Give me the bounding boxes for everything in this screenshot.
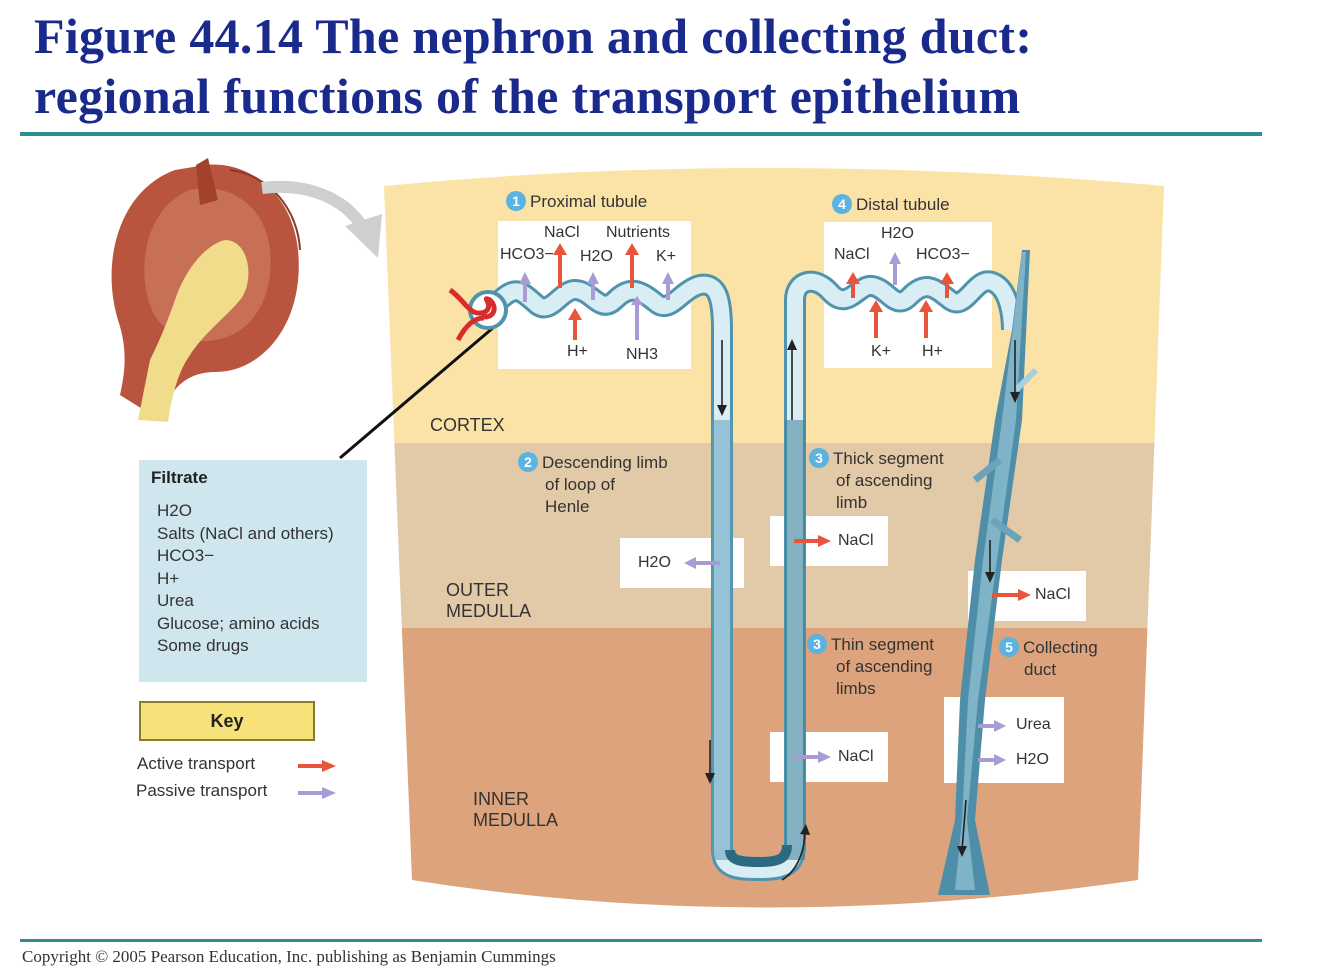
molecule-label: K+ — [871, 343, 892, 360]
molecule-label: HCO3− — [500, 246, 554, 263]
key-active-label: Active transport — [137, 754, 256, 773]
filtrate-item: HCO3− — [157, 546, 215, 565]
top-rule — [20, 132, 1262, 136]
filtrate-title: Filtrate — [151, 468, 208, 487]
key-passive-label: Passive transport — [136, 781, 268, 800]
proximal-transport-arrows — [519, 243, 674, 340]
segment-text: Henle — [545, 497, 590, 516]
filtrate-item: Urea — [157, 591, 194, 610]
molecule-label: K+ — [656, 248, 677, 265]
segment-text: of ascending — [836, 471, 933, 490]
filtrate-pointer — [339, 325, 495, 460]
segment-text: Thick segment — [833, 449, 944, 468]
molecule-label: H2O — [580, 248, 613, 265]
filtrate-box: Filtrate H2O Salts (NaCl and others) HCO… — [139, 460, 367, 682]
inner-medulla-line: INNER — [473, 789, 530, 809]
molecule-label: NaCl — [834, 246, 870, 263]
outer-medulla-label: OUTER MEDULLA — [446, 580, 531, 622]
flow-arrows — [709, 340, 1016, 881]
cortex-label: CORTEX — [430, 415, 505, 435]
inner-medulla-line: MEDULLA — [473, 810, 559, 830]
molecule-label: NaCl — [544, 224, 580, 241]
copyright-notice: Copyright © 2005 Pearson Education, Inc.… — [22, 947, 556, 966]
molecule-label: NaCl — [838, 748, 874, 765]
step-badge: 1 — [506, 191, 526, 211]
segment-text: Distal tubule — [856, 195, 950, 214]
figure-title: Figure 44.14 The nephron and collecting … — [34, 6, 1284, 126]
molecule-label: H+ — [567, 343, 588, 360]
outer-medulla-line: OUTER — [446, 580, 509, 600]
segment-text: duct — [1024, 660, 1057, 679]
step-badge: 2 — [518, 452, 538, 472]
segment-text: Thin segment — [831, 635, 934, 654]
filtrate-item: H+ — [157, 568, 180, 588]
nephron-tube — [489, 270, 1023, 881]
filtrate-item: Glucose; amino acids — [157, 613, 320, 633]
molecule-label: H2O — [638, 554, 671, 571]
segment-text: of ascending — [836, 657, 933, 676]
limb-transport-arrows — [684, 535, 1031, 766]
zoom-arrowhead — [345, 214, 382, 258]
filtrate-item: Some drugs — [157, 636, 249, 655]
key-active-arrowhead — [322, 760, 336, 772]
title-line-2: regional functions of the transport epit… — [34, 68, 1021, 124]
molecule-label: HCO3− — [916, 246, 970, 263]
key-box: Key — [139, 701, 315, 741]
molecule-label: H2O — [881, 225, 914, 242]
filtrate-item: H2O — [157, 501, 192, 520]
step-badge: 5 — [999, 637, 1019, 657]
segment-text: limb — [836, 493, 868, 512]
molecule-label: NH3 — [626, 346, 659, 363]
flow-arrowheads — [705, 339, 1020, 857]
key-passive-arrowhead — [322, 787, 336, 799]
outer-medulla-line: MEDULLA — [446, 601, 532, 621]
molecule-label: Urea — [1016, 716, 1051, 733]
step-badge: 3 — [807, 634, 827, 654]
segment-text: Collecting — [1023, 638, 1098, 657]
step-badge: 3 — [809, 448, 829, 468]
distal-transport-arrows — [846, 252, 954, 338]
molecule-label: Nutrients — [606, 224, 671, 241]
segment-text: Proximal tubule — [530, 192, 648, 211]
filtrate-list: H2O Salts (NaCl and others) HCO3− H+ Ure… — [157, 500, 334, 658]
zoom-arrow — [261, 180, 368, 230]
step-badge: 4 — [832, 194, 852, 214]
inner-medulla-label: INNER MEDULLA — [473, 789, 558, 831]
molecule-label: NaCl — [838, 532, 874, 549]
glomerulus — [448, 287, 508, 342]
molecule-label: H2O — [1016, 751, 1049, 768]
title-line-1: Figure 44.14 The nephron and collecting … — [34, 8, 1033, 64]
molecule-label: NaCl — [1035, 586, 1071, 603]
bottom-rule — [20, 939, 1262, 942]
segment-text: of loop of — [545, 475, 615, 494]
molecule-label: H+ — [922, 343, 943, 360]
segment-text: limbs — [836, 679, 876, 698]
filtrate-item: Salts (NaCl and others) — [157, 523, 334, 543]
kidney-illustration — [111, 158, 301, 422]
segment-text: Descending limb — [542, 453, 668, 472]
